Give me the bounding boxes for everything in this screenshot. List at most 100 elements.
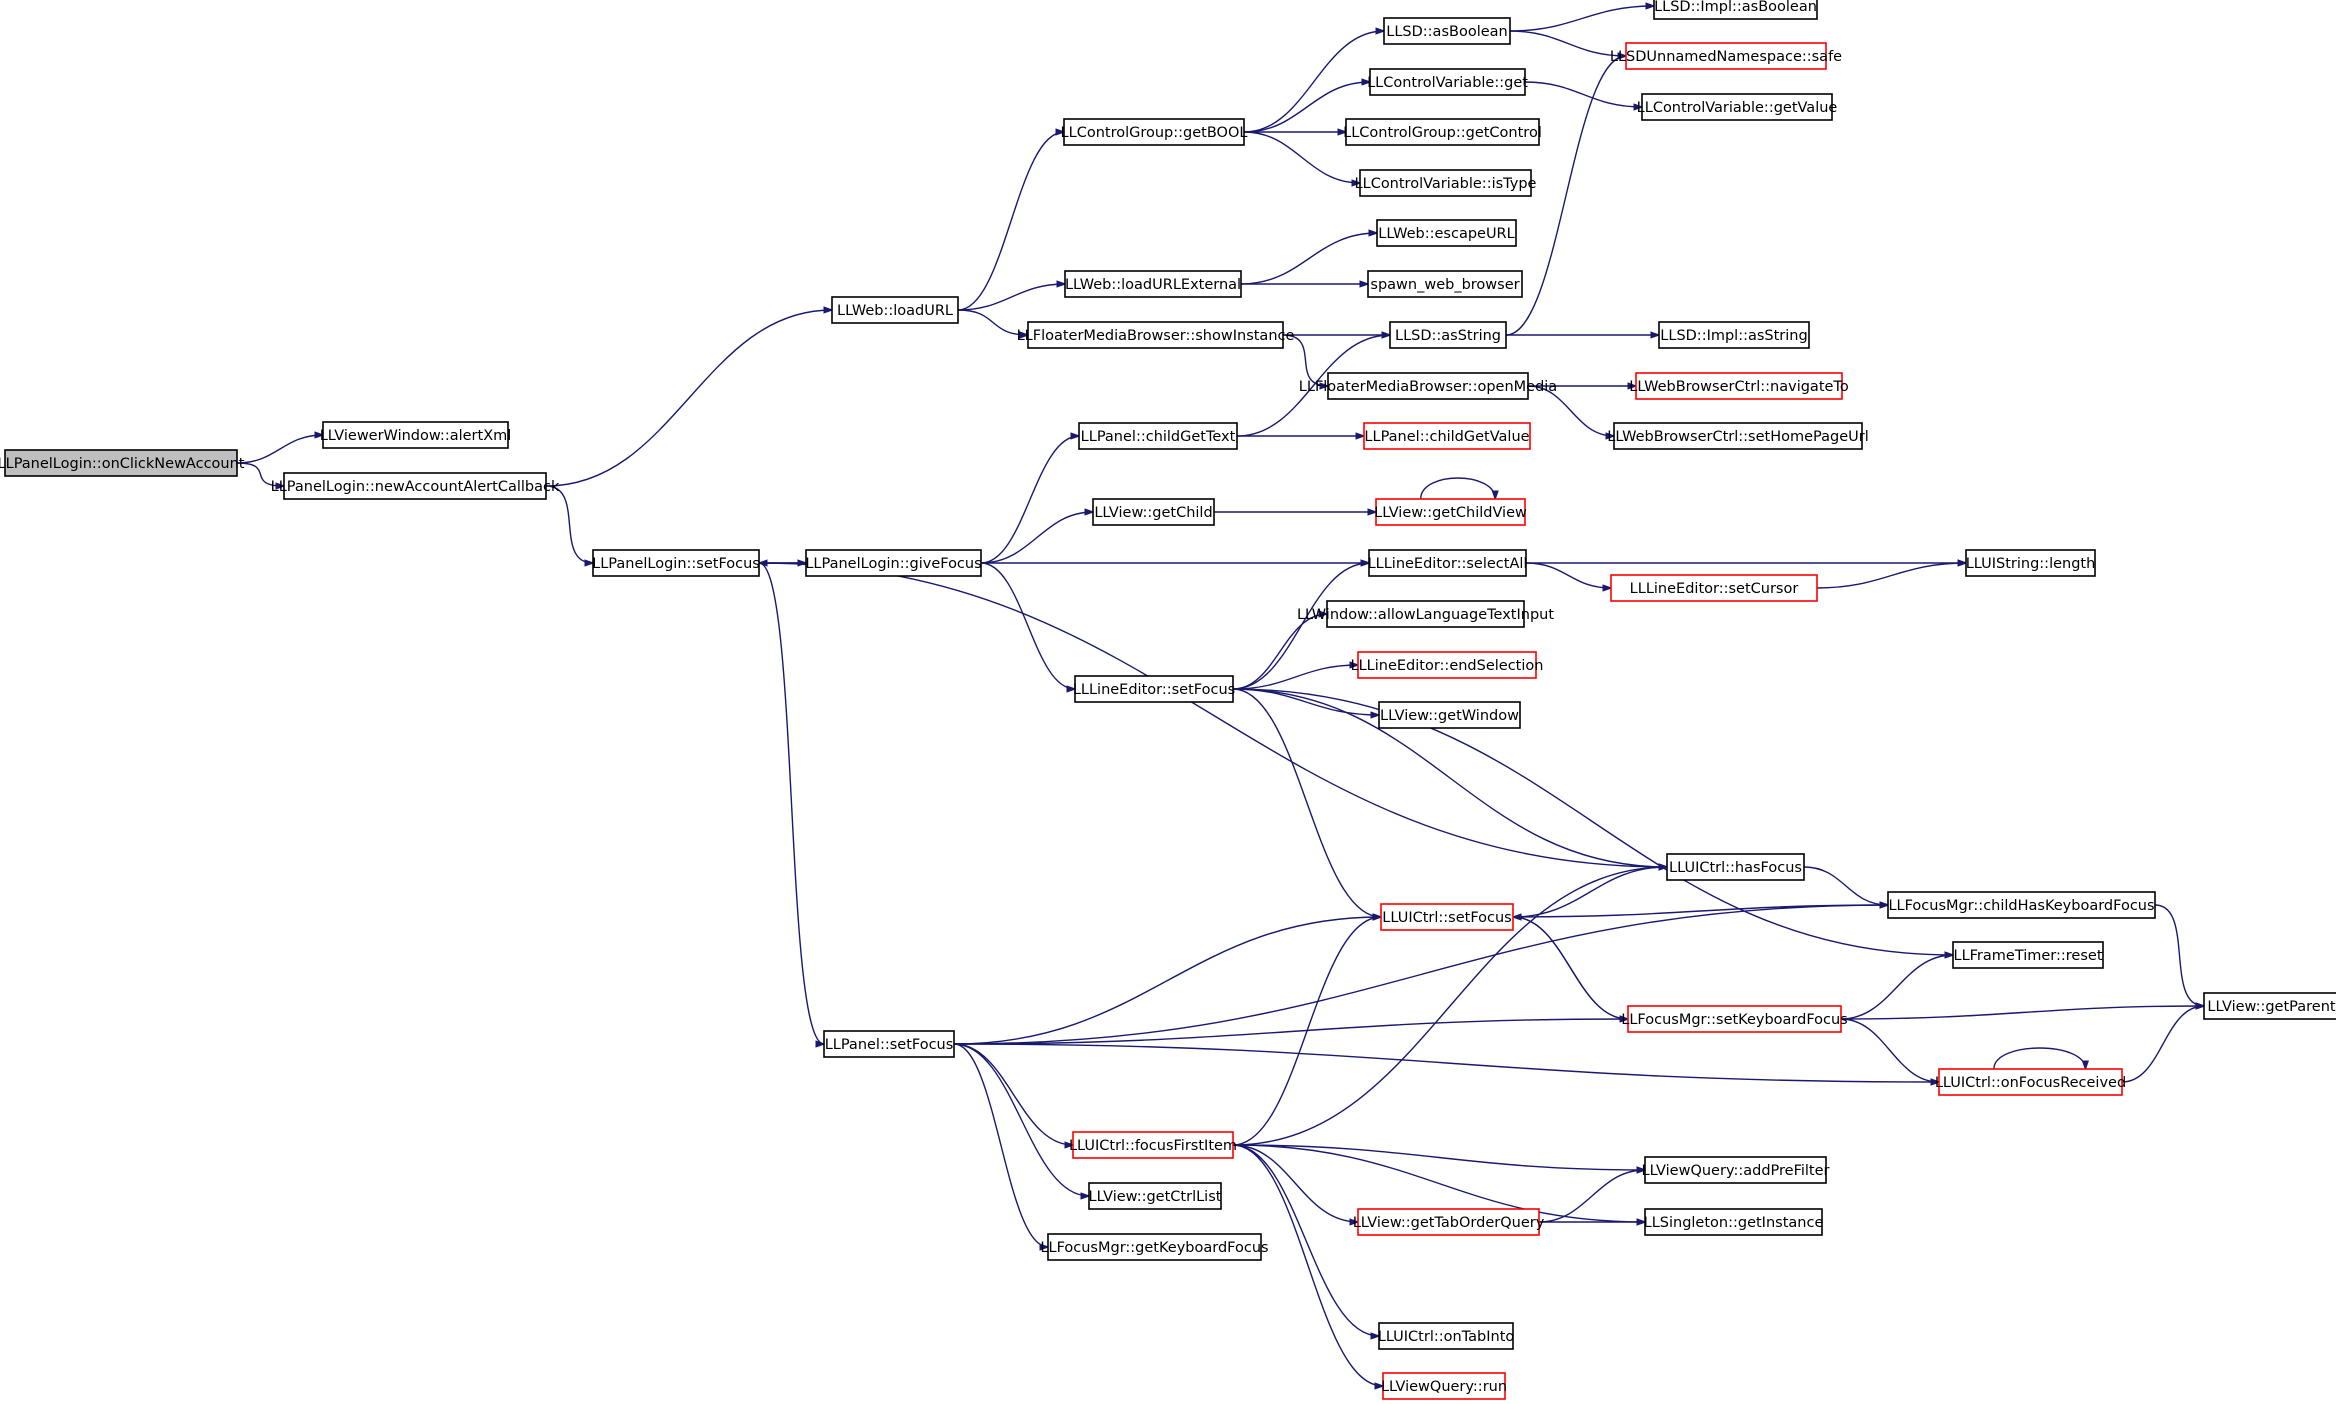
graph-node[interactable]: LLUICtrl::setFocus [1380,903,1514,931]
node-box [1326,600,1525,628]
graph-node[interactable]: LLUICtrl::hasFocus [1666,853,1805,881]
graph-node[interactable]: LLFrameTimer::reset [1952,941,2104,969]
node-label: LLViewerWindow::alertXml [320,428,512,444]
node-box [4,449,238,477]
node-box [322,421,509,449]
graph-node[interactable]: LLPanel::childGetText [1078,422,1238,450]
node-label: spawn_web_browser [1370,277,1519,293]
graph-node[interactable]: LLWeb::loadURL [831,296,959,324]
graph-node[interactable]: LLView::getCtrlList [1088,1182,1222,1210]
node-box [1367,270,1523,298]
graph-node[interactable]: LLPanel::setFocus [823,1030,955,1058]
node-label: LLPanel::childGetValue [1364,429,1529,445]
node-box [823,1030,955,1058]
node-label: LLLineEditor::setFocus [1073,682,1235,698]
graph-node[interactable]: LLControlVariable::isType [1355,169,1537,197]
graph-node[interactable]: LLPanelLogin::giveFocus [805,549,982,577]
call-edge-n38-n39 [1840,1006,2204,1020]
call-edge-n38-n41 [1840,1018,1939,1082]
node-box [1378,1322,1514,1350]
node-box [1357,1208,1540,1236]
node-label: LLControlVariable::isType [1355,176,1537,192]
call-edge-n26-n22 [980,436,1079,564]
node-label: LLPanelLogin::newAccountAlertCallback [271,479,560,495]
node-label: LLFocusMgr::getKeyboardFocus [1040,1240,1268,1256]
call-edge-n35-n34 [1512,867,1667,918]
call-edge-n36-n39 [2154,904,2204,1006]
call-edge-n2-n4 [545,485,593,563]
call-edge-n42-n49 [1232,1144,1383,1386]
graph-node[interactable]: LLPanelLogin::onClickNewAccount [0,449,245,477]
graph-node[interactable]: LLUIString::length [1965,549,2096,577]
graph-node[interactable]: LLControlGroup::getControl [1343,118,1542,146]
graph-node[interactable]: LLSD::asBoolean [1383,17,1511,45]
graph-node[interactable]: LLSDUnnamedNamespace::safe [1610,42,1842,70]
graph-node[interactable]: LLSD::Impl::asBoolean [1653,0,1818,20]
graph-node[interactable]: LLWindow::allowLanguageTextInput [1297,600,1554,628]
call-edge-n8-n12 [1509,6,1654,32]
graph-node[interactable]: LLLineEditor::setCursor [1610,574,1818,602]
graph-node[interactable]: LLWebBrowserCtrl::setHomePageUrl [1607,422,1869,450]
call-edge-n40-n47 [953,1043,1048,1247]
call-edge-n40-n35 [953,917,1381,1045]
graph-node[interactable]: LLWeb::escapeURL [1376,219,1517,247]
graph-node[interactable]: LLUICtrl::focusFirstItem [1069,1131,1237,1159]
call-edge-n42-n48 [1232,1144,1379,1336]
node-label: LLPanelLogin::giveFocus [805,556,981,572]
graph-node[interactable]: LLPanelLogin::setFocus [592,549,760,577]
graph-node[interactable]: LLFocusMgr::childHasKeyboardFocus [1887,891,2156,919]
graph-node[interactable]: LLUICtrl::onTabInto [1378,1322,1515,1350]
graph-node[interactable]: LLControlVariable::get [1367,68,1528,96]
graph-node[interactable]: LLView::getChild [1092,498,1215,526]
graph-node[interactable]: LLLineEditor::endSelection [1351,651,1544,679]
graph-node[interactable]: LLFloaterMediaBrowser::showInstance [1017,321,1295,349]
graph-node[interactable]: LLPanel::childGetValue [1363,422,1531,450]
graph-node[interactable]: LLView::getTabOrderQuery [1353,1208,1545,1236]
graph-node[interactable]: LLView::getChildView [1374,498,1527,526]
node-label: LLFloaterMediaBrowser::openMedia [1299,379,1557,395]
node-box [1345,118,1540,146]
graph-node[interactable]: LLFocusMgr::setKeyboardFocus [1621,1005,1848,1033]
node-box [1378,701,1521,729]
call-edge-n9-n14 [1524,81,1642,107]
node-box [1625,42,1827,70]
graph-node[interactable]: LLFocusMgr::getKeyboardFocus [1040,1233,1269,1261]
node-box [805,549,982,577]
graph-node[interactable]: LLSD::Impl::asString [1658,321,1810,349]
node-box [1063,118,1245,146]
graph-node[interactable]: LLWeb::loadURLExternal [1064,270,1242,298]
graph-node[interactable]: LLView::getParent [2203,992,2336,1020]
graph-node[interactable]: LLViewQuery::run [1381,1372,1507,1400]
graph-node[interactable]: LLLineEditor::setFocus [1073,675,1235,703]
graph-node[interactable]: LLWebBrowserCtrl::navigateTo [1629,372,1849,400]
graph-node[interactable]: LLViewerWindow::alertXml [320,421,512,449]
graph-node[interactable]: LLSingleton::getInstance [1644,1208,1824,1236]
graph-node[interactable]: LLControlGroup::getBOOL [1061,118,1248,146]
node-box [1952,941,2104,969]
graph-node[interactable]: LLFloaterMediaBrowser::openMedia [1299,372,1557,400]
node-box [1666,853,1805,881]
graph-node[interactable]: LLSD::asString [1389,321,1507,349]
node-label: LLViewQuery::addPreFilter [1641,1163,1829,1179]
graph-node[interactable]: LLUICtrl::onFocusReceived [1935,1068,2126,1096]
node-box [1088,1182,1222,1210]
graph-node[interactable]: LLView::getWindow [1378,701,1521,729]
graph-node[interactable]: LLLineEditor::selectAll [1368,549,1528,577]
call-edge-n40-n36 [953,905,1888,1045]
graph-node[interactable]: LLPanelLogin::newAccountAlertCallback [271,472,560,500]
node-label: LLWindow::allowLanguageTextInput [1297,607,1554,623]
node-box [1359,169,1532,197]
node-box [1047,1233,1262,1261]
graph-node[interactable]: spawn_web_browser [1367,270,1523,298]
node-label: LLFloaterMediaBrowser::showInstance [1017,328,1295,344]
graph-node[interactable]: LLViewQuery::addPreFilter [1641,1156,1830,1184]
node-label: LLSD::asString [1395,328,1501,344]
graph-node[interactable]: LLControlVariable::getValue [1637,93,1838,121]
call-edge-n5-n11 [1243,131,1360,183]
call-edge-n0-n1 [236,435,323,464]
node-box [1380,903,1514,931]
call-edge-n7-n19 [1282,334,1328,386]
call-edge-n40-n44 [953,1043,1089,1196]
node-box [1327,372,1529,400]
